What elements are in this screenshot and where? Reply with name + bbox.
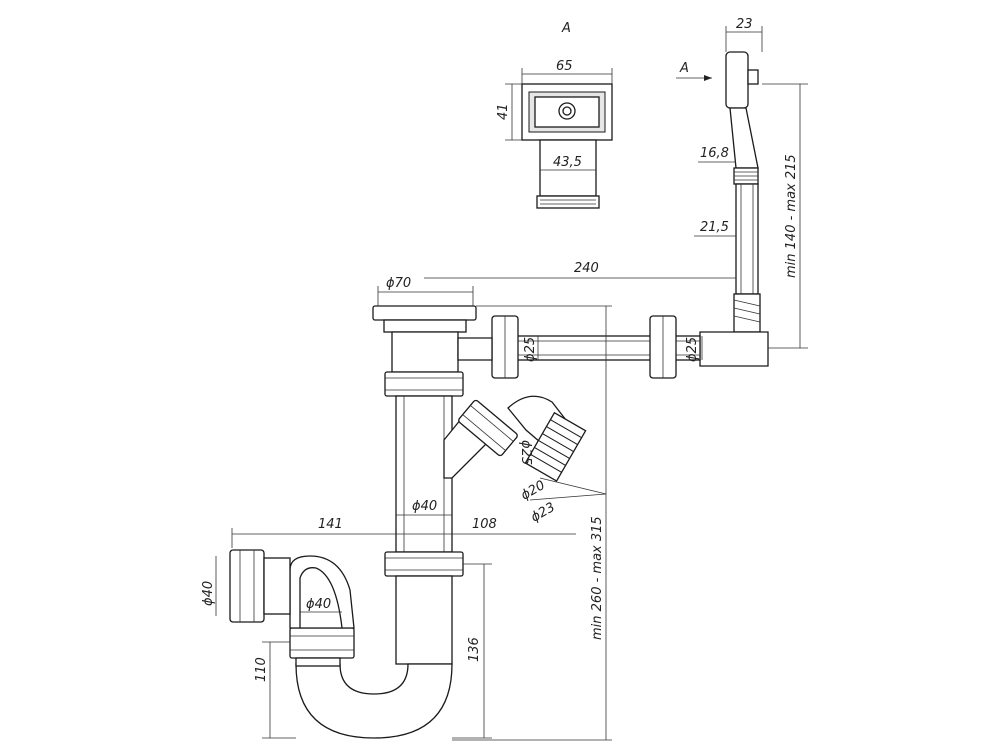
dim-phi25-b: ϕ25 (685, 337, 700, 362)
sink-outlet: ϕ70 ϕ40 (372, 276, 493, 553)
trap-nut (289, 627, 355, 659)
dim-110: 110 (254, 657, 269, 682)
dim-21-5: 21,5 (700, 220, 729, 235)
dim-phi40-trap: ϕ40 (306, 597, 331, 612)
grille-neck (539, 139, 597, 197)
dim-overflow-range: min 140 - max 215 (784, 154, 799, 278)
dim-phi25-c: ϕ25 (518, 440, 533, 465)
overflow-head (725, 51, 749, 109)
dim-240: 240 (574, 261, 599, 276)
arrow-a-label: A (679, 61, 689, 76)
dim-43-5: 43,5 (553, 155, 582, 170)
grille-screw (558, 102, 576, 120)
dim-phi40-left: ϕ40 (201, 581, 216, 606)
dim-41: 41 (496, 103, 511, 120)
dim-141: 141 (318, 517, 343, 532)
u-bend (295, 663, 453, 739)
branch-connector: ϕ25 ϕ20 ϕ23 (443, 395, 607, 526)
upper-collar (384, 371, 464, 397)
dim-phi23: ϕ23 (529, 500, 558, 526)
dim-height-range: min 260 - max 315 (590, 516, 605, 640)
view-a-detail: A 65 41 43,5 (496, 21, 613, 209)
trap-assembly: ϕ40 ϕ40 141 108 110 136 min 260 - max 31… (201, 305, 612, 741)
dim-phi25-a: ϕ25 (523, 337, 538, 362)
branch-nut (458, 399, 518, 457)
view-a-label: A (561, 21, 571, 36)
dim-23: 23 (736, 17, 753, 32)
dim-65: 65 (556, 59, 573, 74)
dim-phi40-center: ϕ40 (412, 499, 437, 514)
lower-collar (384, 551, 464, 577)
hose-nozzle (524, 411, 587, 482)
side-outlet-nut (229, 549, 265, 623)
horizontal-pipe: ϕ25 ϕ25 240 (424, 261, 736, 379)
dim-108: 108 (472, 517, 497, 532)
overflow-assembly: A 23 16,8 21,5 (676, 17, 808, 367)
dim-phi70: ϕ70 (386, 276, 411, 291)
dim-16-8: 16,8 (700, 146, 729, 161)
vertical-pipe (395, 395, 453, 553)
outlet-flange (372, 305, 477, 321)
dim-136: 136 (467, 637, 482, 662)
overflow-hose (735, 183, 759, 295)
